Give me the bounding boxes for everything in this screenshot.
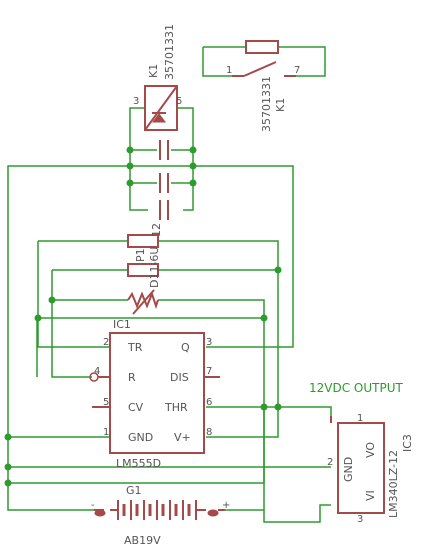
ic3-pinnum-3: 3	[357, 514, 363, 525]
switch-pin-7: 7	[294, 65, 300, 76]
relay-coil-k1: 3 5 K1 35701331	[133, 24, 182, 131]
ic1-pin-tr: TR	[127, 341, 143, 354]
ic1-pinnum-8: 8	[206, 427, 212, 438]
ic1-pin-vplus: V+	[174, 431, 191, 444]
battery-g1: G1 AB19V - +	[91, 484, 230, 547]
ic1-pinnum-7: 7	[206, 366, 212, 377]
resistor-12-value: 12	[150, 223, 163, 237]
ic1-pin-dis: DIS	[170, 371, 189, 384]
resistor-p1: P1 D11-6U	[127, 247, 161, 289]
wires	[7, 46, 332, 523]
ic3-pinnum-2: 2	[327, 457, 333, 468]
ic1-pinnum-4: 4	[94, 366, 100, 377]
ic3-pin-gnd: GND	[342, 457, 355, 482]
ic1-lm555: IC1 LM555D TR R CV GND Q DIS THR V+ 2 4 …	[89, 318, 220, 470]
ic1-name: IC1	[113, 318, 131, 331]
relay-switch-k1: 1 7 35701331 K1	[226, 40, 300, 132]
battery-minus: -	[91, 500, 95, 511]
ic1-pinnum-6: 6	[206, 397, 212, 408]
ic1-pin-cv: CV	[128, 401, 144, 414]
battery-value: AB19V	[124, 534, 161, 547]
ic1-pin-gnd: GND	[128, 431, 153, 444]
coil-value: 35701331	[163, 24, 176, 80]
ic1-pin-q: Q	[181, 341, 190, 354]
ic1-pin-r: R	[128, 371, 136, 384]
ic3-name: IC3	[401, 434, 414, 452]
ic1-pin-thr: THR	[164, 401, 188, 414]
ic3-value: LM340LZ-12	[387, 450, 400, 518]
battery-plus: +	[222, 500, 230, 511]
switch-pin-1: 1	[226, 65, 232, 76]
ic3-pin-vo: VO	[364, 442, 377, 458]
potentiometer	[127, 289, 159, 315]
capacitors	[159, 140, 169, 220]
resistor-12: 12	[127, 223, 163, 248]
switch-value: 35701331	[260, 76, 273, 132]
coil-name: K1	[147, 64, 160, 78]
resistor-p1-value: D11-6U	[148, 247, 161, 289]
ic1-value: LM555D	[116, 457, 161, 470]
ic1-pinnum-5: 5	[103, 397, 109, 408]
ic3-pinnum-1: 1	[357, 413, 363, 424]
ic1-pinnum-3: 3	[206, 337, 212, 348]
coil-pin-3: 3	[133, 96, 139, 107]
ic3-pin-vi: VI	[364, 490, 377, 501]
battery-name: G1	[126, 484, 142, 497]
switch-name: K1	[274, 98, 287, 112]
coil-pin-5: 5	[176, 96, 182, 107]
output-label: 12VDC OUTPUT	[309, 381, 403, 395]
ic1-pinnum-1: 1	[103, 427, 109, 438]
resistor-p1-name: P1	[134, 248, 147, 262]
ic1-pinnum-2: 2	[103, 337, 109, 348]
ic3-lm340: VO GND VI 1 2 3 LM340LZ-12 IC3	[327, 413, 414, 525]
